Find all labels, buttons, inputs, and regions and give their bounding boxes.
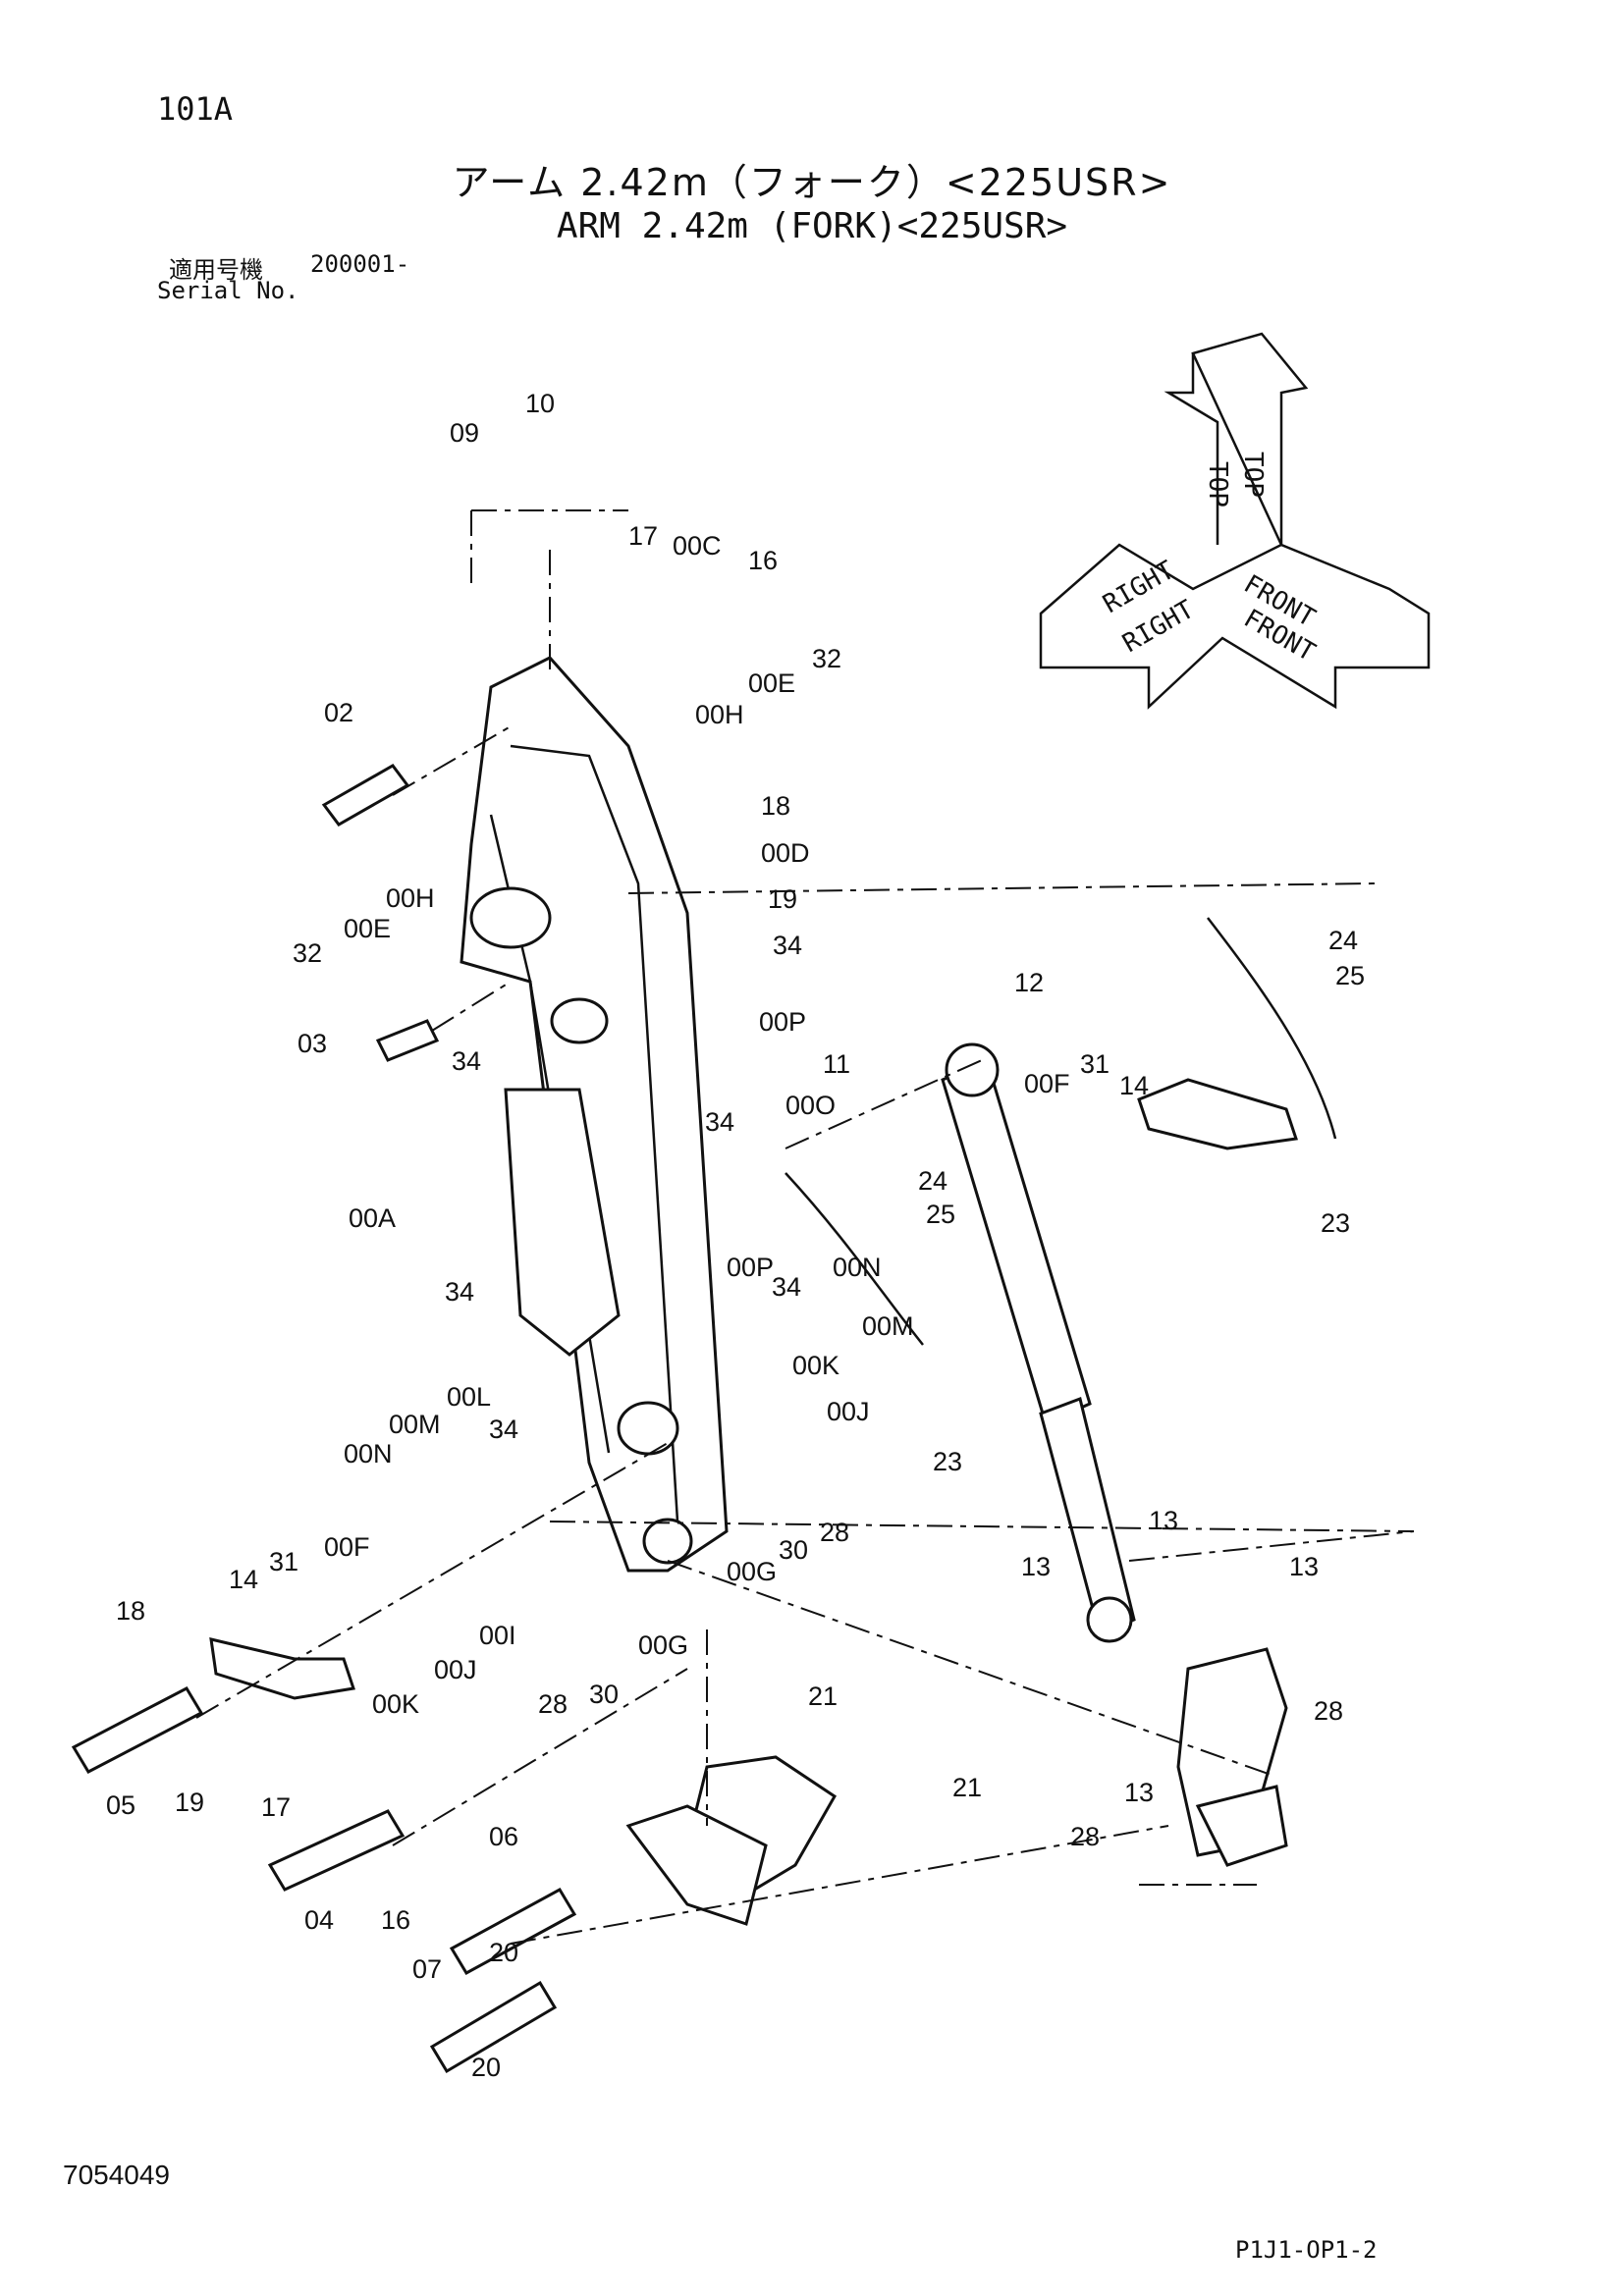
- callout-label: 34: [772, 1272, 801, 1302]
- serial-label-english: Serial No.: [157, 277, 299, 304]
- callout-label: 34: [489, 1415, 518, 1444]
- callout-label: 00G: [638, 1630, 688, 1660]
- callout-label: 00F: [1024, 1069, 1070, 1098]
- callout-label: 13: [1289, 1552, 1319, 1581]
- callout-label: 21: [952, 1773, 982, 1802]
- callout-label: 30: [779, 1535, 808, 1565]
- callout-label: 03: [298, 1029, 327, 1058]
- callout-label: 00H: [695, 700, 744, 729]
- callout-label: 00A: [349, 1203, 396, 1233]
- callout-label: 32: [812, 644, 841, 673]
- callout-label: 07: [412, 1954, 442, 1984]
- callout-label: 25: [926, 1200, 955, 1229]
- serial-value: 200001-: [310, 250, 410, 278]
- callout-label: 00P: [727, 1253, 774, 1282]
- callout-label: 28: [1314, 1696, 1343, 1726]
- link-assembly: [625, 1647, 1288, 1926]
- hoses: [785, 917, 1337, 1346]
- callout-label: 19: [768, 884, 797, 914]
- callout-label: 25: [1335, 961, 1365, 990]
- callout-label: 19: [175, 1788, 204, 1817]
- callout-label: 21: [808, 1682, 838, 1711]
- orientation-icon: TOP TOP RIGHT RIGHT FRONT FRONT: [1039, 332, 1431, 710]
- title-japanese: アーム 2.42m（フォーク）<225USR>: [452, 161, 1172, 204]
- hydraulic-cylinder: [941, 1042, 1136, 1643]
- callout-label: 04: [304, 1905, 334, 1935]
- callout-label: 06: [489, 1822, 518, 1851]
- callout-label: 28: [1070, 1822, 1100, 1851]
- callout-label: 00E: [748, 668, 795, 698]
- callout-label: 16: [381, 1905, 410, 1935]
- callout-label: 14: [1119, 1071, 1149, 1100]
- callout-label: 00N: [833, 1253, 882, 1282]
- callout-label: 00E: [344, 914, 391, 943]
- callout-label: 14: [229, 1565, 258, 1594]
- callout-label: 05: [106, 1790, 135, 1820]
- callout-label: 18: [116, 1596, 145, 1626]
- serial-label-japanese: 適用号機: [169, 256, 263, 284]
- callout-label: 23: [933, 1447, 962, 1476]
- document-number: 7054049: [63, 2160, 171, 2190]
- callout-label: 23: [1321, 1208, 1350, 1238]
- callout-label: 28: [538, 1689, 568, 1719]
- callout-label: 00K: [792, 1351, 839, 1380]
- callout-label: 30: [589, 1680, 619, 1709]
- callout-label: 31: [269, 1547, 298, 1576]
- callout-label: 00F: [324, 1532, 370, 1562]
- callout-label: 02: [324, 698, 353, 727]
- callout-label: 20: [471, 2053, 501, 2082]
- callout-labels: 09 10 17 00C 16 32 00E 00H 02 18 00D 19 …: [106, 389, 1365, 2082]
- callout-label: 17: [628, 521, 658, 551]
- page-reference: P1J1-OP1-2: [1235, 2236, 1378, 2264]
- callout-label: 00K: [372, 1689, 419, 1719]
- callout-label: 00M: [862, 1311, 914, 1341]
- pins: [71, 764, 577, 2074]
- arm-body: [460, 656, 729, 1573]
- callout-label: 31: [1080, 1049, 1110, 1079]
- callout-label: 00P: [759, 1007, 806, 1037]
- callout-label: 13: [1124, 1778, 1154, 1807]
- callout-label: 13: [1149, 1506, 1178, 1535]
- callout-label: 00L: [447, 1382, 491, 1412]
- callout-label: 00J: [827, 1397, 870, 1426]
- callout-label: 00H: [386, 883, 435, 913]
- callout-label: 00M: [389, 1410, 441, 1439]
- callout-label: 00J: [434, 1655, 477, 1684]
- callout-label: 00O: [785, 1091, 836, 1120]
- callout-label: 17: [261, 1792, 291, 1822]
- callout-label: 34: [445, 1277, 474, 1307]
- callout-label: 18: [761, 791, 790, 821]
- callout-label: 09: [450, 418, 479, 448]
- callout-label: 11: [823, 1049, 850, 1079]
- page-code: 101A: [157, 90, 234, 128]
- callout-label: 00G: [727, 1557, 777, 1586]
- title-english: ARM 2.42m (FORK)<225USR>: [556, 206, 1068, 246]
- callout-label: 00C: [673, 531, 722, 561]
- axis-label: TOP: [1238, 452, 1268, 498]
- callout-label: 24: [918, 1166, 947, 1196]
- callout-label: 00I: [479, 1621, 516, 1650]
- callout-label: 20: [489, 1938, 518, 1967]
- callout-label: 00N: [344, 1439, 393, 1468]
- callout-label: 16: [748, 546, 778, 575]
- callout-label: 12: [1014, 968, 1044, 997]
- callout-label: 00D: [761, 838, 810, 868]
- axis-label: TOP: [1203, 461, 1232, 507]
- callout-label: 10: [525, 389, 555, 418]
- callout-label: 28: [820, 1518, 849, 1547]
- assembly-lines: [195, 509, 1415, 1945]
- callout-label: 24: [1328, 926, 1358, 955]
- side-links: [209, 1078, 1298, 1700]
- callout-label: 34: [705, 1107, 734, 1137]
- callout-label: 34: [773, 931, 802, 960]
- callout-label: 32: [293, 938, 322, 968]
- callout-label: 13: [1021, 1552, 1051, 1581]
- callout-label: 34: [452, 1046, 481, 1076]
